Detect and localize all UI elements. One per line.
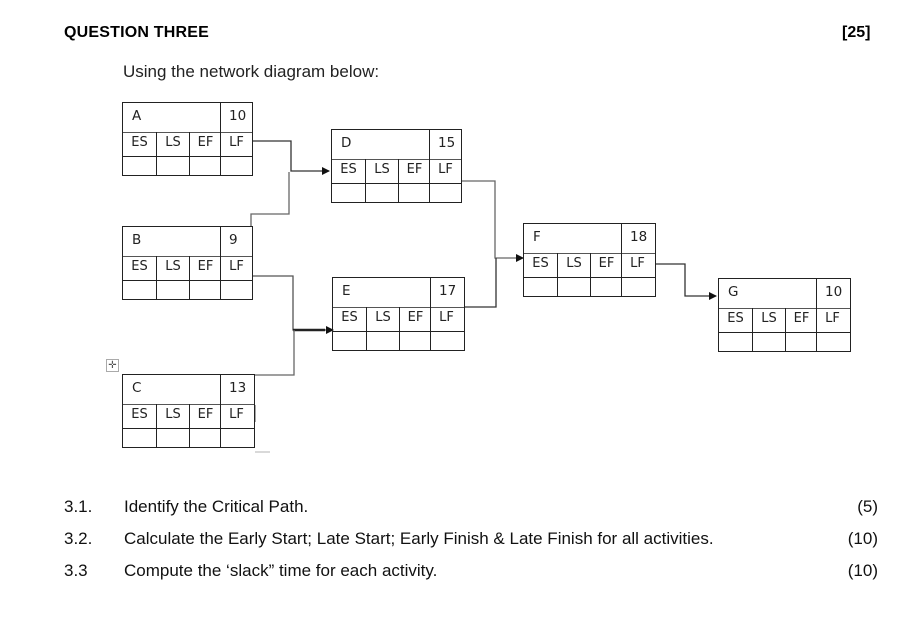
move-cross-icon[interactable]: ✛: [106, 359, 119, 372]
ef-value-cell: [189, 280, 221, 299]
activity-name: G: [728, 284, 739, 300]
es-value-cell: [333, 331, 366, 350]
ls-value-cell: [156, 156, 189, 175]
edge-c-e: [255, 330, 295, 376]
ls-label: LS: [156, 404, 189, 428]
activity-node-d: D 15 ES LS EF LF: [331, 129, 462, 203]
ls-value-cell: [557, 277, 590, 296]
es-label: ES: [532, 256, 549, 271]
edge-e-f: [464, 258, 497, 308]
lf-value-cell: [430, 331, 462, 350]
activity-node-e: E 17 ES LS EF LF: [332, 277, 465, 351]
es-value-cell: [332, 183, 365, 202]
ls-value-cell: [365, 183, 398, 202]
ef-value-cell: [189, 156, 221, 175]
lf-label: LF: [621, 253, 653, 277]
ls-label: LS: [365, 159, 398, 183]
lf-label: LF: [430, 307, 462, 331]
lf-value-cell: [621, 277, 653, 296]
ls-label: LS: [752, 308, 785, 332]
ef-value-cell: [590, 277, 622, 296]
question-number: 3.3: [64, 561, 88, 580]
lf-label: LF: [220, 404, 252, 428]
lf-value-cell: [220, 156, 252, 175]
ls-label: LS: [366, 307, 399, 331]
activity-node-g: G 10 ES LS EF LF: [718, 278, 851, 352]
total-marks: [25]: [842, 24, 871, 41]
question-marks: (10): [847, 561, 878, 580]
ef-value-cell: [399, 331, 431, 350]
lf-label: LF: [816, 308, 848, 332]
question-title: QUESTION THREE: [64, 24, 210, 41]
ls-label: LS: [156, 132, 189, 156]
activity-name: D: [341, 135, 352, 151]
activity-node-a: A 10 ES LS EF LF: [122, 102, 253, 176]
activity-duration: 17: [430, 278, 462, 307]
edge-d-f: [462, 180, 524, 262]
lf-value-cell: [429, 183, 461, 202]
activity-duration: 15: [429, 130, 461, 159]
ls-value-cell: [752, 332, 785, 351]
ef-label: EF: [398, 159, 430, 183]
activity-duration: 13: [220, 375, 252, 404]
es-value-cell: [123, 280, 156, 299]
ls-label: LS: [156, 256, 189, 280]
question-text: Identify the Critical Path.: [124, 497, 309, 516]
intro-text: Using the network diagram below:: [123, 62, 380, 81]
ef-label: EF: [399, 307, 431, 331]
ef-value-cell: [189, 428, 221, 447]
lf-value-cell: [816, 332, 848, 351]
question-number: 3.1.: [64, 497, 93, 516]
edge-a-d: [253, 140, 330, 175]
es-value-cell: [123, 156, 156, 175]
ls-value-cell: [156, 280, 189, 299]
activity-name: E: [342, 283, 351, 299]
ls-value-cell: [366, 331, 399, 350]
lf-value-cell: [220, 280, 252, 299]
activity-duration: 10: [220, 103, 252, 132]
question-marks: (10): [847, 529, 878, 548]
activity-name: C: [132, 380, 142, 396]
es-value-cell: [719, 332, 752, 351]
ef-value-cell: [398, 183, 430, 202]
activity-node-c: C 13 ES LS EF LF: [122, 374, 255, 448]
es-label: ES: [131, 135, 148, 150]
ef-label: EF: [189, 404, 221, 428]
ef-label: EF: [590, 253, 622, 277]
activity-duration: 18: [621, 224, 653, 253]
question-text: Calculate the Early Start; Late Start; E…: [124, 529, 714, 548]
lf-label: LF: [220, 256, 252, 280]
es-value-cell: [123, 428, 156, 447]
activity-name: A: [132, 108, 142, 124]
ls-label: LS: [557, 253, 590, 277]
es-label: ES: [131, 407, 148, 422]
ls-value-cell: [156, 428, 189, 447]
es-label: ES: [727, 311, 744, 326]
question-number: 3.2.: [64, 529, 93, 548]
edge-b-e: [253, 275, 334, 334]
edge-b-d: [250, 172, 290, 227]
question-text: Compute the ‘slack” time for each activi…: [124, 561, 438, 580]
ef-label: EF: [785, 308, 817, 332]
lf-label: LF: [220, 132, 252, 156]
ef-label: EF: [189, 256, 221, 280]
activity-name: F: [533, 229, 541, 245]
activity-node-f: F 18 ES LS EF LF: [523, 223, 656, 297]
activity-duration: 9: [220, 227, 252, 256]
es-value-cell: [524, 277, 557, 296]
lf-value-cell: [220, 428, 252, 447]
es-label: ES: [131, 259, 148, 274]
activity-name: B: [132, 232, 142, 248]
activity-node-b: B 9 ES LS EF LF: [122, 226, 253, 300]
activity-duration: 10: [816, 279, 848, 308]
es-label: ES: [341, 310, 358, 325]
ef-value-cell: [785, 332, 817, 351]
question-marks: (5): [857, 497, 878, 516]
ef-label: EF: [189, 132, 221, 156]
lf-label: LF: [429, 159, 461, 183]
es-label: ES: [340, 162, 357, 177]
edge-f-g: [655, 263, 717, 300]
